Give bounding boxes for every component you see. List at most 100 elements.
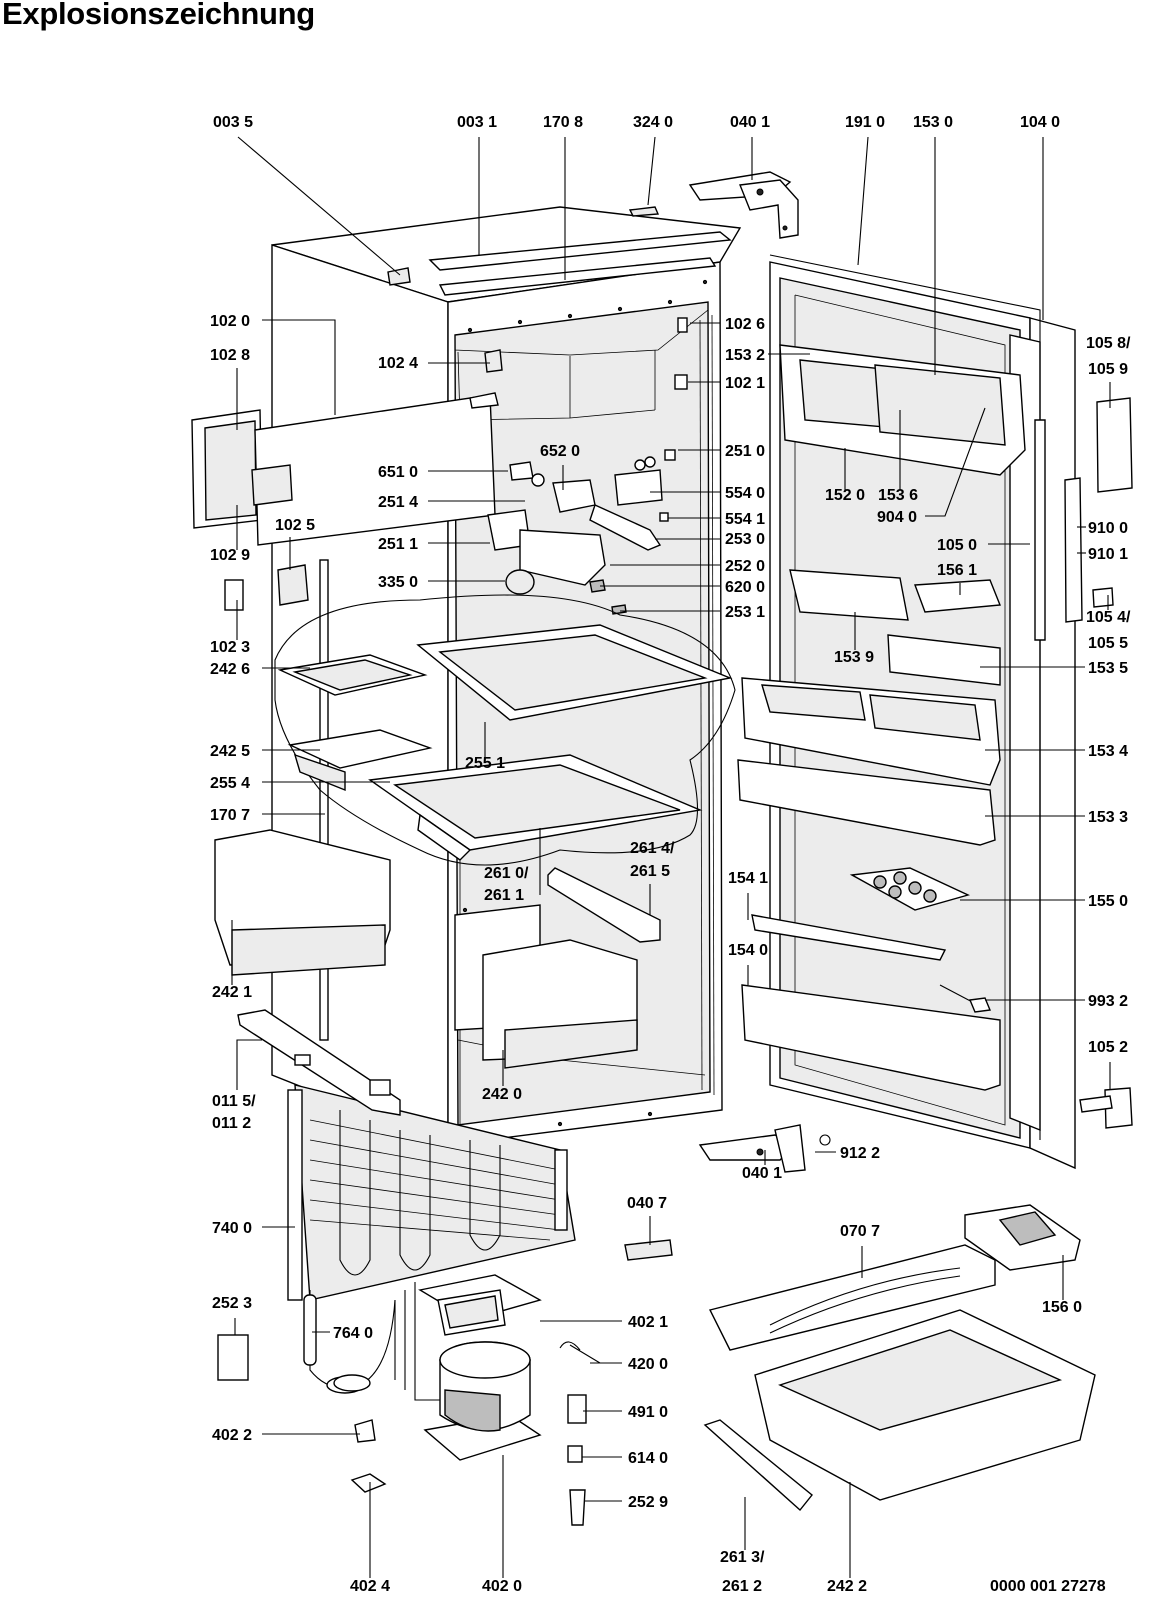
part-label-l2611: 261 1 bbox=[484, 887, 524, 904]
part-102-6 bbox=[677, 317, 688, 333]
part-label-l0031: 003 1 bbox=[457, 114, 497, 131]
part-label-l2529: 252 9 bbox=[628, 1494, 668, 1511]
part-label-l2615: 261 5 bbox=[630, 863, 670, 880]
part-label-l2420: 242 0 bbox=[482, 1086, 522, 1103]
part-label-l3350: 335 0 bbox=[378, 574, 418, 591]
part-label-l1560: 156 0 bbox=[1042, 1299, 1082, 1316]
part-102-1 bbox=[674, 374, 688, 390]
part-label-l6510: 651 0 bbox=[378, 464, 418, 481]
part-label-l2426: 242 6 bbox=[210, 661, 250, 678]
crisper-drawer-left bbox=[214, 829, 391, 976]
part-label-l1021: 102 1 bbox=[725, 375, 765, 392]
leader-line-l1020 bbox=[262, 319, 336, 415]
part-label-l5541: 554 1 bbox=[725, 511, 765, 528]
part-label-l4020: 402 0 bbox=[482, 1578, 522, 1595]
part-label-l1040: 104 0 bbox=[1020, 114, 1060, 131]
part-label-l1561: 156 1 bbox=[937, 562, 977, 579]
part-label-l4200: 420 0 bbox=[628, 1356, 668, 1373]
frame-screw-dots bbox=[462, 279, 708, 1138]
leader-line-l3240 bbox=[647, 136, 656, 206]
part-252-3 bbox=[217, 1334, 249, 1381]
part-label-l1023: 102 3 bbox=[210, 639, 250, 656]
part-label-l6200: 620 0 bbox=[725, 579, 765, 596]
part-label-l2523: 252 3 bbox=[212, 1295, 252, 1312]
part-label-l4021: 402 1 bbox=[628, 1314, 668, 1331]
compressor-small-parts bbox=[350, 1239, 673, 1526]
part-label-l1533: 153 3 bbox=[1088, 809, 1128, 826]
freezer-door bbox=[191, 392, 499, 546]
part-label-l0401b: 040 1 bbox=[742, 1165, 782, 1182]
part-label-l1535: 153 5 bbox=[1088, 660, 1128, 677]
crisper-drawer-right bbox=[454, 904, 638, 1069]
part-label-l4910: 491 0 bbox=[628, 1404, 668, 1421]
part-label-l2514: 251 4 bbox=[378, 494, 418, 511]
part-label-l1530: 153 0 bbox=[913, 114, 953, 131]
part-label-l1052: 105 2 bbox=[1088, 1039, 1128, 1056]
part-label-l9040: 904 0 bbox=[877, 509, 917, 526]
part-label-l01152: 011 5/ bbox=[212, 1093, 256, 1110]
compressor bbox=[394, 1282, 542, 1461]
part-label-l10545: 105 4/ bbox=[1086, 609, 1131, 626]
part-label-l2422: 242 2 bbox=[827, 1578, 867, 1595]
part-label-l7640: 764 0 bbox=[333, 1325, 373, 1342]
part-label-l2511: 251 1 bbox=[378, 536, 418, 553]
part-label-l0035: 003 5 bbox=[213, 114, 253, 131]
top-hinge bbox=[688, 171, 799, 239]
part-label-l4024: 402 4 bbox=[350, 1578, 390, 1595]
part-102-5 bbox=[277, 564, 309, 606]
compressor-mount bbox=[418, 1274, 542, 1336]
part-label-l1520: 152 0 bbox=[825, 487, 865, 504]
capillary-tube bbox=[303, 1290, 396, 1394]
part-label-l9100: 910 0 bbox=[1088, 520, 1128, 537]
part-label-l1050: 105 0 bbox=[937, 537, 977, 554]
drawing-number: 0000 001 27278 bbox=[990, 1578, 1106, 1595]
part-label-l2612: 261 2 bbox=[722, 1578, 762, 1595]
part-label-l1550: 155 0 bbox=[1088, 893, 1128, 910]
thermostat-light-assembly bbox=[487, 449, 676, 615]
part-label-l6520: 652 0 bbox=[540, 443, 580, 460]
part-label-l1532: 153 2 bbox=[725, 347, 765, 364]
bottom-rail bbox=[237, 1009, 401, 1116]
leader-line-l01152 bbox=[236, 1039, 262, 1090]
part-label-l1540: 154 0 bbox=[728, 942, 768, 959]
part-label-l1708: 170 8 bbox=[543, 114, 583, 131]
part-label-l0112: 011 2 bbox=[212, 1115, 251, 1132]
part-label-l26145: 261 4/ bbox=[630, 840, 675, 857]
magnified-shelves bbox=[277, 624, 733, 861]
part-label-l1020: 102 0 bbox=[210, 313, 250, 330]
leader-line-l9040 bbox=[925, 407, 986, 517]
part-label-l2425: 242 5 bbox=[210, 743, 250, 760]
part-label-l1028: 102 8 bbox=[210, 347, 250, 364]
part-label-l5540: 554 0 bbox=[725, 485, 765, 502]
part-label-l2510: 251 0 bbox=[725, 443, 765, 460]
part-102-3 bbox=[224, 579, 244, 611]
part-label-l9122: 912 2 bbox=[840, 1145, 880, 1162]
coil-hatching bbox=[309, 1119, 561, 1241]
part-label-l9932: 993 2 bbox=[1088, 993, 1128, 1010]
part-label-l26101: 261 0/ bbox=[484, 865, 529, 882]
part-label-l1055: 105 5 bbox=[1088, 635, 1128, 652]
part-label-l6140: 614 0 bbox=[628, 1450, 668, 1467]
leader-line-l0035 bbox=[237, 136, 401, 276]
condenser-coil bbox=[287, 1084, 576, 1301]
part-label-l10589: 105 8/ bbox=[1086, 335, 1131, 352]
part-label-l1541: 154 1 bbox=[728, 870, 768, 887]
bottom-cover-and-drawer bbox=[703, 1204, 1096, 1512]
page-title: Explosionszeichnung bbox=[2, 0, 315, 31]
door-side-hardware bbox=[1064, 397, 1133, 1129]
part-label-l0407: 040 7 bbox=[627, 1195, 667, 1212]
part-label-l26132: 261 3/ bbox=[720, 1549, 765, 1566]
part-label-l9101: 910 1 bbox=[1088, 546, 1128, 563]
part-label-l1029: 102 9 bbox=[210, 547, 250, 564]
magnified-shelf-bubble bbox=[274, 594, 736, 866]
part-261-4 bbox=[547, 867, 661, 943]
part-label-l1707: 170 7 bbox=[210, 807, 250, 824]
leader-lines bbox=[231, 136, 1111, 1578]
part-label-l1026: 102 6 bbox=[725, 316, 765, 333]
part-label-l2421: 242 1 bbox=[212, 984, 252, 1001]
part-102-4 bbox=[484, 349, 503, 373]
part-label-l2520: 252 0 bbox=[725, 558, 765, 575]
leader-line-l1910 bbox=[857, 136, 869, 266]
part-label-l4022: 402 2 bbox=[212, 1427, 252, 1444]
